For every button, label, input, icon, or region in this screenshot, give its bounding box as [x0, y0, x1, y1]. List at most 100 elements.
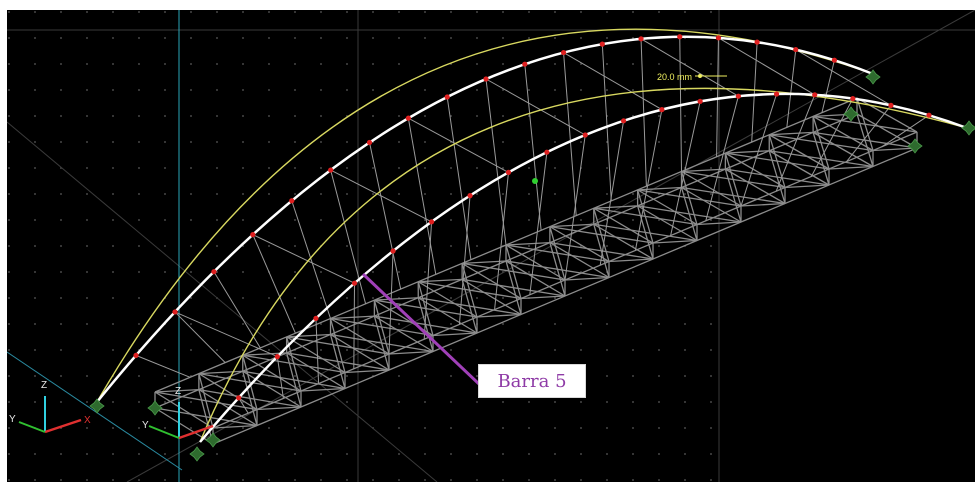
deck-member — [329, 318, 346, 373]
deck-member — [608, 258, 654, 263]
dimension-label: 20.0 mm — [657, 72, 692, 82]
deck-member — [768, 150, 830, 186]
hanger — [330, 169, 367, 304]
deck-member — [505, 244, 522, 299]
support-icon — [907, 138, 923, 154]
deck-member — [461, 262, 522, 300]
hanger — [276, 356, 284, 399]
deck-member — [461, 278, 522, 316]
deck-member — [593, 224, 610, 278]
hanger — [601, 44, 612, 201]
deck-member — [154, 388, 199, 393]
arch-node — [250, 232, 256, 238]
arch-node — [831, 57, 837, 63]
deck-member — [593, 208, 610, 262]
arch-node — [773, 91, 780, 97]
hanger — [458, 195, 471, 325]
deck-member — [812, 115, 874, 152]
deck-member — [872, 147, 918, 152]
deck-member — [637, 205, 654, 260]
deck-member — [593, 223, 654, 260]
deck-member — [740, 202, 786, 207]
arch-node — [505, 169, 512, 175]
deck-member — [768, 134, 786, 188]
deck-member — [768, 134, 830, 170]
hanger — [485, 78, 507, 246]
support-icon — [205, 432, 221, 448]
deck-member — [696, 221, 742, 226]
barra-5-leader — [361, 272, 481, 386]
deck-member — [388, 350, 434, 355]
support-icon — [961, 120, 975, 136]
deck-member — [418, 278, 463, 283]
deck-member — [373, 299, 390, 355]
arch-node — [926, 112, 932, 118]
hanger — [524, 64, 542, 231]
deck-member — [505, 241, 550, 246]
deck-member — [374, 297, 419, 301]
axis-x-label: X — [84, 415, 91, 426]
deck-member — [564, 276, 610, 281]
arch-node — [850, 96, 856, 102]
arch-node — [812, 92, 818, 98]
deck-member — [681, 186, 742, 223]
support-icon — [189, 446, 205, 462]
center-point[interactable] — [532, 178, 538, 184]
local-axis-y-label: Y — [142, 420, 149, 431]
arch-node — [888, 102, 894, 108]
hanger — [634, 109, 663, 251]
support-icon — [89, 398, 105, 414]
deck-member — [769, 131, 814, 136]
deck-member — [198, 389, 214, 445]
deck-member — [432, 332, 478, 337]
model-viewport[interactable]: 20.0 mm Z X Y Z Y — [7, 10, 975, 482]
hanger — [786, 49, 797, 128]
deck-member — [505, 260, 522, 315]
supports[interactable] — [89, 69, 975, 462]
dimension-marker — [698, 74, 702, 78]
hanger — [135, 354, 191, 378]
deck-member — [725, 168, 786, 205]
local-axis-z-label: Z — [175, 386, 181, 397]
deck-member — [681, 170, 742, 207]
arch-node — [351, 280, 358, 286]
axis-triad-local: Z Y — [142, 386, 214, 440]
deck-member — [520, 295, 566, 300]
support-icon — [843, 106, 859, 122]
hanger — [775, 94, 816, 192]
deck-member — [725, 152, 786, 189]
axis-y-label: Y — [9, 414, 16, 425]
arch-node — [313, 315, 319, 321]
arch-bracing — [563, 52, 663, 111]
deck-member — [856, 113, 918, 149]
arch-node — [428, 219, 435, 225]
deck-member — [724, 168, 742, 223]
deck-member — [828, 165, 874, 170]
arch-node — [544, 149, 550, 155]
hanger — [369, 142, 402, 290]
deck-member — [417, 297, 478, 334]
axis-z-label: Z — [41, 380, 47, 391]
deck-member — [856, 97, 918, 133]
hanger — [810, 98, 854, 177]
deck-member — [637, 205, 698, 242]
deck-member — [637, 189, 698, 226]
arch-bracing — [408, 117, 509, 173]
arch-node — [522, 61, 528, 67]
deck-member — [330, 317, 390, 355]
guide-curve-back[interactable] — [96, 28, 874, 403]
deck-member — [417, 281, 478, 318]
arch-nodes[interactable] — [133, 34, 932, 401]
deck-member — [680, 187, 698, 241]
barra-5-callout[interactable]: Barra 5 — [478, 364, 586, 398]
deck-member — [505, 244, 566, 281]
hanger — [563, 52, 577, 216]
arch-node — [620, 118, 627, 124]
hanger — [751, 42, 758, 143]
arch-node — [133, 352, 139, 358]
deck-member — [286, 352, 346, 390]
arch-node — [582, 132, 588, 138]
deck-member — [373, 315, 390, 371]
deck-member — [329, 334, 346, 389]
hanger — [705, 96, 739, 221]
